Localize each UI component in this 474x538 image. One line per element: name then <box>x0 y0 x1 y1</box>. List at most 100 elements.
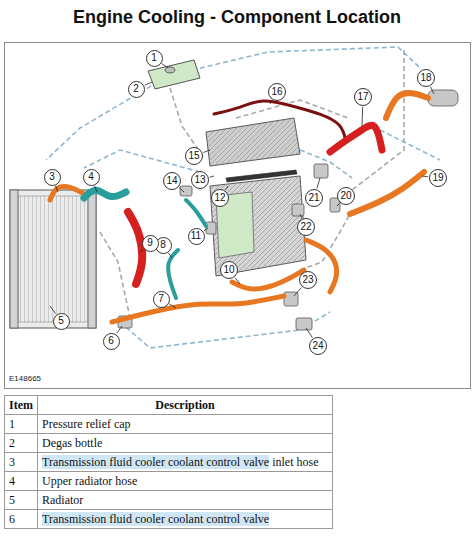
callout-circle: 23 <box>299 271 317 289</box>
leader-line <box>226 186 228 190</box>
callout-number: 4 <box>88 172 94 182</box>
figure-frame <box>5 43 471 389</box>
table-text: 5 <box>9 493 15 507</box>
callout-number: 10 <box>223 265 234 275</box>
callout-circle: 14 <box>163 172 181 190</box>
leader-line <box>422 176 428 178</box>
callout-number: 13 <box>194 175 205 185</box>
table-text: 6 <box>9 512 15 526</box>
table-cell: Item <box>5 396 38 415</box>
table-row: 1 Pressure relief cap <box>5 415 333 434</box>
table-row: 3 Transmission fluid cooler coolant contr… <box>5 453 333 472</box>
callout-number: 22 <box>300 222 311 232</box>
coolant-route <box>84 150 200 172</box>
coolant-hose <box>232 270 304 289</box>
leader-line <box>430 87 434 94</box>
engine-cover-drawing <box>206 118 300 166</box>
coolant-hose <box>214 101 346 142</box>
leader-line <box>162 64 168 68</box>
callout-circle: 15 <box>185 147 203 165</box>
table-text: 1 <box>9 417 15 431</box>
table-cell: Description <box>38 396 333 415</box>
coolant-hose <box>84 190 126 198</box>
table-text: 3 <box>9 455 15 469</box>
callout-number: 2 <box>133 84 139 94</box>
coolant-hose <box>330 125 382 152</box>
coolant-hose <box>186 200 206 226</box>
table-cell: 6 <box>5 510 38 529</box>
callout-number: 20 <box>340 191 351 201</box>
parts-table: Item Description 1 Pressure relief cap 2Dega… <box>4 395 333 529</box>
table-text: Radiator <box>42 493 83 507</box>
callout-number: 11 <box>191 231 201 241</box>
search-highlight: Transmission fluid cooler coolant contro… <box>42 512 269 526</box>
callout-circle: 24 <box>309 337 327 355</box>
table-header: Description <box>155 398 214 412</box>
callout-circle: 18 <box>417 69 435 87</box>
page-title: Engine Cooling - Component Location <box>0 7 474 28</box>
callout-circle: 12 <box>211 189 229 207</box>
callout-number: 19 <box>432 173 443 183</box>
component-drawing <box>296 318 312 330</box>
table-cell: Pressure relief cap <box>38 415 333 434</box>
coolant-route <box>192 47 420 70</box>
radiator-drawing <box>10 190 96 328</box>
leader-line <box>204 228 208 231</box>
callout-number: 7 <box>158 294 164 304</box>
callout-number: 18 <box>420 73 431 83</box>
callout-circle: 13 <box>191 171 209 189</box>
coolant-hose <box>50 186 84 200</box>
callout-number: 1 <box>151 53 157 63</box>
component-drawing <box>314 164 328 178</box>
callout-number: 9 <box>147 238 153 248</box>
callout-number: 16 <box>271 87 282 97</box>
table-cell: Transmission fluid cooler coolant contro… <box>38 510 333 529</box>
coolant-hose <box>112 296 284 322</box>
leader-line <box>168 253 172 258</box>
callout-circle: 17 <box>354 88 372 106</box>
table-text: Pressure relief cap <box>42 417 131 431</box>
callout-circle: 21 <box>305 189 323 207</box>
radiator-drawing <box>10 190 96 328</box>
leader-line <box>270 101 272 104</box>
table-row: 4Upper radiator hose <box>5 472 333 491</box>
leader-line <box>169 304 176 308</box>
search-highlight: Transmission fluid cooler coolant contro… <box>42 455 269 469</box>
callout-circle: 9 <box>142 235 159 252</box>
leader-line <box>50 64 434 338</box>
radiator-drawing <box>18 196 88 322</box>
leader-line <box>203 150 210 152</box>
callout-circle: 19 <box>429 169 447 187</box>
callout-circle: 6 <box>103 333 120 350</box>
leader-line <box>294 288 301 296</box>
table-cell: 5 <box>5 491 38 510</box>
callout-number: 21 <box>308 193 319 203</box>
callout-circle: 10 <box>220 261 238 279</box>
callout-number: 17 <box>357 92 368 102</box>
leader-line <box>210 176 214 177</box>
callout-circle: 3 <box>44 169 61 186</box>
coolant-route <box>300 150 352 178</box>
leader-line <box>235 278 240 284</box>
illustration <box>0 0 474 392</box>
table-cell: Transmission fluid cooler coolant contro… <box>38 453 333 472</box>
table-cell: Upper radiator hose <box>38 472 333 491</box>
callout-number: 3 <box>49 172 55 182</box>
component-drawing <box>428 90 458 106</box>
leader-line <box>140 249 143 252</box>
leader-line <box>95 186 97 192</box>
table-row: 2Degas bottle <box>5 434 333 453</box>
engine-cover-drawing <box>206 118 300 166</box>
leader-line <box>317 178 320 188</box>
callout-number: 5 <box>58 316 64 326</box>
coolant-route <box>46 47 440 348</box>
leader-line <box>179 188 184 192</box>
coolant-route <box>352 50 404 190</box>
table-cell: 1 <box>5 415 38 434</box>
leader-line <box>145 82 152 85</box>
coolant-hose <box>50 93 428 322</box>
coolant-hose <box>128 212 142 284</box>
leader-line <box>362 107 364 126</box>
table-text: Transmission fluid cooler coolant contro… <box>42 512 269 526</box>
coolant-hose <box>350 172 424 214</box>
